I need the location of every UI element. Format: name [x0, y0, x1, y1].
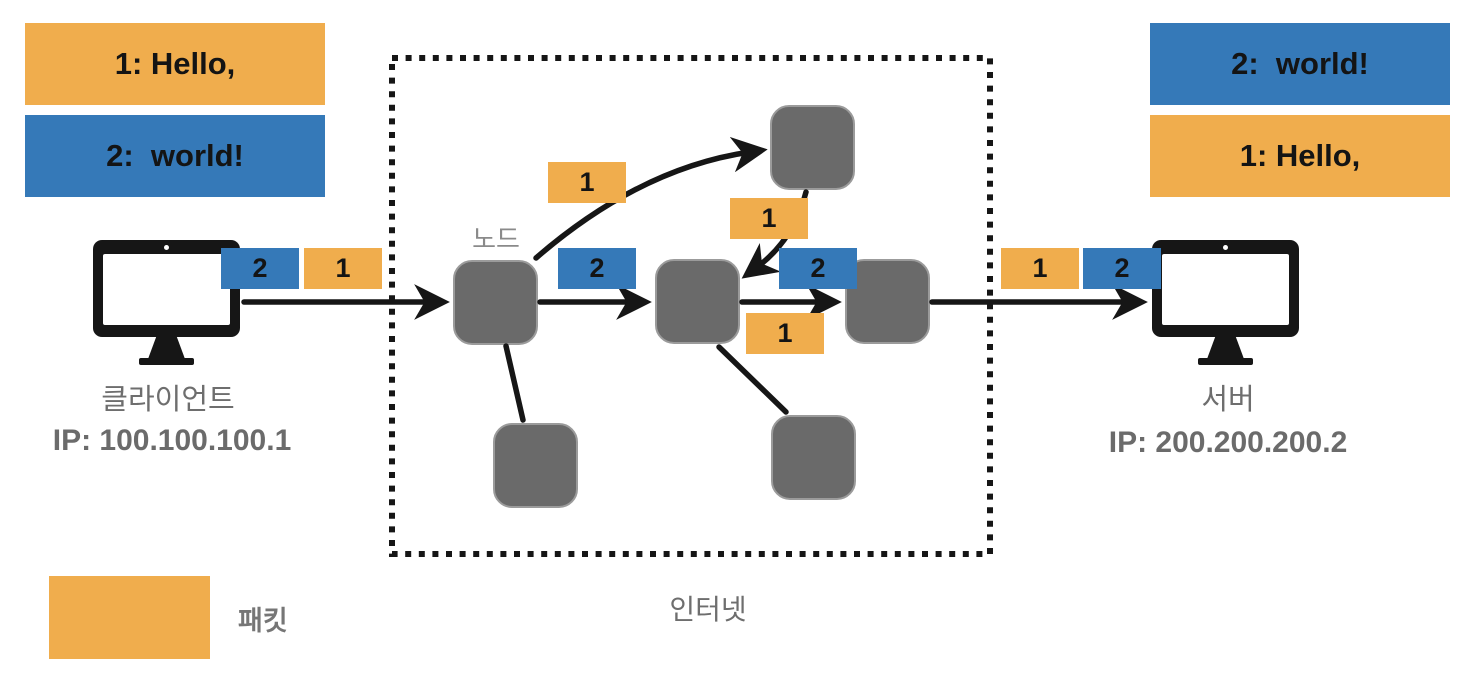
legend-packet-swatch — [49, 576, 210, 659]
monitor-screen — [1162, 254, 1289, 325]
monitor-stand — [1207, 337, 1244, 359]
legend-packet-label: 패킷 — [238, 606, 288, 636]
monitor-stand — [148, 337, 185, 359]
monitor-camera-dot — [1223, 245, 1228, 250]
transit-packet-1c: 1 — [746, 313, 824, 354]
internet-node-bottom-left — [493, 423, 578, 508]
internet-node-top — [770, 105, 855, 190]
monitor-screen — [103, 254, 230, 325]
internet-node-1 — [453, 260, 538, 345]
server-packet-2: 2 — [1083, 248, 1161, 289]
internet-node-bottom-middle — [771, 415, 856, 500]
transit-packet-1a: 1 — [548, 162, 626, 203]
transit-packet-2b: 2 — [779, 248, 857, 289]
client-packet-2: 2 — [221, 248, 299, 289]
server-monitor-icon — [1152, 240, 1299, 365]
client-packet-1: 1 — [304, 248, 382, 289]
server-packet-1: 1 — [1001, 248, 1079, 289]
client-message-2: 2: world! — [25, 115, 325, 197]
server-label: 서버 — [1201, 384, 1255, 416]
node-label: 노드 — [472, 224, 520, 254]
internet-node-2 — [655, 259, 740, 344]
internet-node-3 — [845, 259, 930, 344]
client-monitor-icon — [93, 240, 240, 365]
server-message-2: 2: world! — [1150, 23, 1450, 105]
monitor-base — [139, 358, 194, 365]
server-ip-label: IP: 200.200.200.2 — [1108, 426, 1348, 459]
server-message-1: 1: Hello, — [1150, 115, 1450, 197]
link-node1-to-bottom-left-node — [503, 343, 526, 423]
monitor-base — [1198, 358, 1253, 365]
transit-packet-2a: 2 — [558, 248, 636, 289]
transit-packet-1b: 1 — [730, 198, 808, 239]
monitor-camera-dot — [164, 245, 169, 250]
client-label: 클라이언트 — [101, 384, 235, 416]
link-node2-to-bottom-middle-node — [716, 344, 789, 415]
client-message-1: 1: Hello, — [25, 23, 325, 105]
client-ip-label: IP: 100.100.100.1 — [52, 424, 292, 457]
internet-label: 인터넷 — [669, 594, 747, 625]
